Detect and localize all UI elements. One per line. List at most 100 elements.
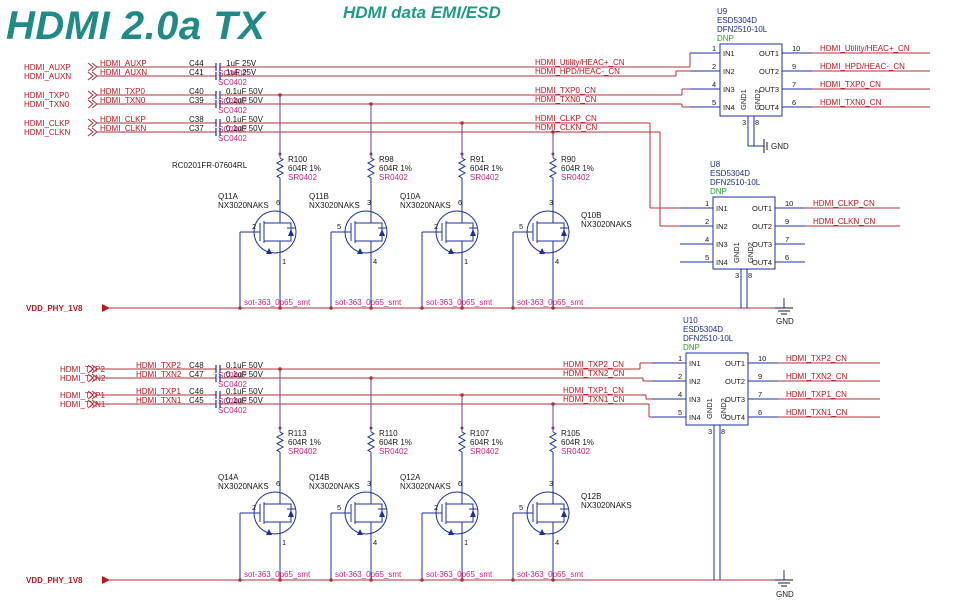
- bot-resistor-1: [366, 431, 376, 453]
- top-source-num-2: 1: [464, 257, 468, 266]
- esd-in-name-u8-1: IN2: [716, 222, 728, 231]
- esd-gnd-name-u10-1: GND2: [719, 398, 728, 419]
- top-cap-ref-2: C40: [189, 87, 204, 96]
- top-net-left-3: HDMI_TXN0: [24, 100, 70, 109]
- top-net-inner-4: HDMI_CLKP: [100, 115, 146, 124]
- top-fet-part-3: NX3020NAKS: [581, 220, 632, 229]
- esd-chip-u8: [712, 196, 776, 270]
- esd-part-u9: ESD5304D: [717, 16, 757, 25]
- bot-net-1: HDMI_TXN2_CN: [563, 369, 625, 378]
- esd-out-num-u10-1: 9: [758, 372, 762, 381]
- bot-drain-num-3: 3: [549, 479, 553, 488]
- esd-in-num-u8-3: 5: [705, 253, 709, 262]
- esd-in-num-u9-0: 1: [712, 44, 716, 53]
- top-fet-diode-wire-0: [280, 222, 292, 242]
- esd-out-num-u9-0: 10: [792, 44, 800, 53]
- top-drain-num-3: 3: [549, 198, 553, 207]
- bot-fet-pkg-1: sot-363_0p65_smt: [335, 570, 402, 579]
- top-gnd-label: GND: [776, 317, 794, 326]
- top-res-value-3: 604R 1%: [561, 164, 594, 173]
- esd-in-num-u8-0: 1: [705, 199, 709, 208]
- bot-drain-num-1: 3: [367, 479, 371, 488]
- top-drain-num-1: 3: [367, 198, 371, 207]
- bot-fet-esd-diode-2: [448, 529, 454, 535]
- bot-net-3: HDMI_TXN1_CN: [563, 395, 625, 404]
- esd-dnp-u10: DNP: [683, 343, 700, 352]
- top-source-num-1: 4: [373, 257, 377, 266]
- bot-fet-pkg-2: sot-363_0p65_smt: [426, 570, 493, 579]
- top-res-ref-3: R90: [561, 155, 576, 164]
- esd-out-net-u10-3: HDMI_TXN1_CN: [786, 408, 848, 417]
- page-subtitle: HDMI data EMI/ESD: [343, 3, 501, 22]
- esd-ref-u10: U10: [683, 316, 698, 325]
- bot-fet-ref-0: Q14A: [218, 473, 239, 482]
- bot-res-pin-dot-3: [551, 426, 555, 430]
- esd-out-num-u9-3: 6: [792, 98, 796, 107]
- bot-source-num-1: 4: [373, 538, 377, 547]
- bot-fet-diode-wire-0: [280, 503, 292, 523]
- top-clk-net-0: HDMI_CLKP_CN: [535, 114, 597, 123]
- bot-net-0: HDMI_TXP2_CN: [563, 360, 624, 369]
- top-tap-dot-2: [460, 121, 464, 125]
- bot-connector-3: [87, 399, 94, 409]
- top-cap-pkg-2: SC0402: [218, 97, 247, 106]
- top-net-inner-5: HDMI_CLKN: [100, 124, 146, 133]
- top-cap-ref-5: C37: [189, 124, 204, 133]
- top-fet-pkg-1: sot-363_0p65_smt: [335, 298, 402, 307]
- top-supply-label: VDD_PHY_1V8: [26, 304, 83, 313]
- top-gate-num-0: 2: [252, 222, 256, 231]
- top-gate-num-3: 5: [519, 222, 523, 231]
- top-res-pkg-0: SR0402: [288, 173, 317, 182]
- bot-cap-pkg-1: SC0402: [218, 380, 247, 389]
- esd-gnd-num-u9-1: 8: [755, 118, 759, 127]
- esd-out-num-u10-2: 7: [758, 390, 762, 399]
- bot-res-pin-dot-2: [460, 426, 464, 430]
- bot-gate-num-3: 5: [519, 503, 523, 512]
- top-fet-part-1: NX3020NAKS: [309, 201, 360, 210]
- top-fet-ref-0: Q11A: [218, 192, 239, 201]
- page-title: HDMI 2.0a TX: [6, 4, 266, 48]
- bot-cap-value-2: 0.1uF 50V: [226, 387, 264, 396]
- top-tap-dot-3: [551, 130, 555, 134]
- esd-dnp-u8: DNP: [710, 187, 727, 196]
- bot-res-pin-dot-1: [369, 426, 373, 430]
- bot-ground-symbol: [775, 579, 793, 587]
- bot-cap-pkg-0: SC0402: [218, 371, 247, 380]
- esd-out-num-u10-3: 6: [758, 408, 762, 417]
- esd-chip-u10: [685, 352, 749, 426]
- bot-fet-part-2: NX3020NAKS: [400, 482, 451, 491]
- esd-out-num-u8-3: 6: [785, 253, 789, 262]
- esd-out-net-u9-2: HDMI_TXP0_CN: [820, 80, 881, 89]
- esd-out-name-u8-0: OUT1: [752, 204, 772, 213]
- bot-res-ref-0: R113: [288, 429, 307, 438]
- top-fet-pkg-0: sot-363_0p65_smt: [244, 298, 311, 307]
- bot-connector-2: [87, 390, 94, 400]
- bot-gnd-label: GND: [776, 590, 794, 599]
- esd-in-name-u8-3: IN4: [716, 258, 728, 267]
- top-supply-arrow: [102, 304, 110, 312]
- esd-out-num-u8-2: 7: [785, 235, 789, 244]
- esd-out-name-u9-0: OUT1: [759, 49, 779, 58]
- top-net-left-2: HDMI_TXP0: [24, 91, 69, 100]
- bot-drain-num-0: 6: [276, 479, 280, 488]
- bot-fet-ref-1: Q14B: [309, 473, 329, 482]
- esd-out-name-u10-1: OUT2: [725, 377, 745, 386]
- top-fet-esd-diode-3: [539, 248, 545, 254]
- top-cap-ref-1: C41: [189, 68, 204, 77]
- esd-in-num-u8-2: 4: [705, 235, 709, 244]
- top-res-pin-dot-2: [460, 152, 464, 156]
- bot-fet-part-0: NX3020NAKS: [218, 482, 269, 491]
- esd-part-u8: ESD5304D: [710, 169, 750, 178]
- top-connector-5: [87, 127, 94, 137]
- top-drain-num-0: 6: [276, 198, 280, 207]
- esd-in-num-u10-0: 1: [678, 354, 682, 363]
- esd-pkg-u10: DFN2510-10L: [683, 334, 734, 343]
- bot-resistor-3: [548, 431, 558, 453]
- top-res-value-1: 604R 1%: [379, 164, 412, 173]
- esd-gnd-num-u8-0: 3: [735, 271, 739, 280]
- esd-out-name-u9-1: OUT2: [759, 67, 779, 76]
- top-res-ref-0: R100: [288, 155, 308, 164]
- esd-out-name-u10-2: OUT3: [725, 395, 745, 404]
- bot-fet-diode-wire-3: [553, 503, 565, 523]
